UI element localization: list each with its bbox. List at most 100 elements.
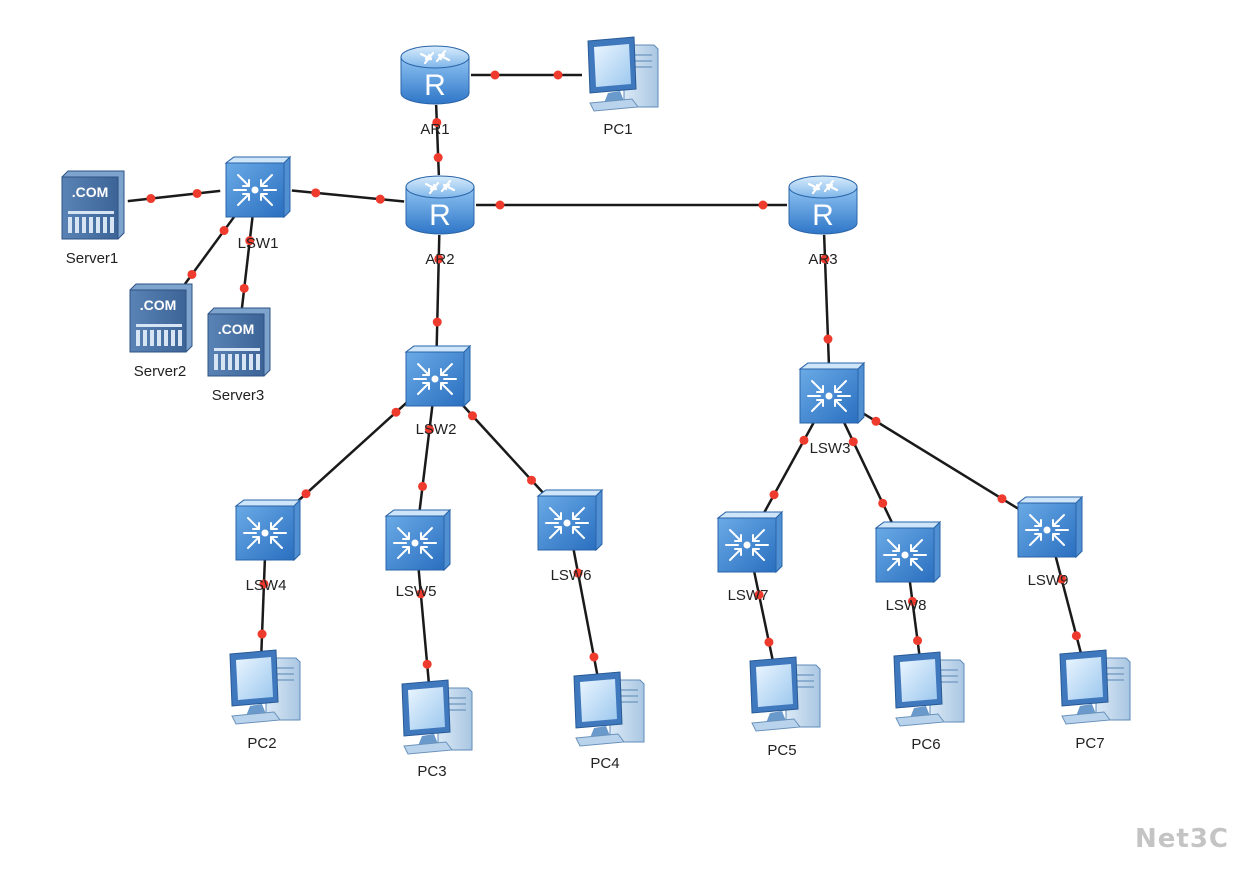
port-dot-lsw1 — [192, 188, 202, 198]
port-dot-pc7 — [1071, 631, 1081, 641]
node-lsw9[interactable]: LSW9 — [1017, 496, 1083, 589]
server-icon: .COM — [129, 283, 193, 353]
node-label: LSW9 — [1028, 572, 1069, 589]
node-label: LSW5 — [396, 583, 437, 600]
node-server3[interactable]: .COM Server3 — [207, 307, 271, 404]
node-pc6[interactable]: PC6 — [893, 651, 965, 753]
port-dot-lsw8 — [907, 596, 917, 606]
node-ar1[interactable]: AR1 — [399, 44, 471, 138]
node-label: PC5 — [767, 742, 796, 759]
port-dot-lsw6 — [573, 568, 583, 578]
pc-icon — [749, 656, 821, 732]
node-lsw6[interactable]: LSW6 — [537, 489, 603, 584]
port-dot-ar2 — [375, 194, 385, 204]
port-dot-server1 — [146, 194, 156, 204]
node-label: AR3 — [808, 251, 837, 268]
link-lsw3-lsw9[interactable] — [854, 407, 1024, 513]
link-ar2-lsw1[interactable] — [291, 189, 405, 203]
switch-icon — [717, 511, 783, 573]
port-dot-ar2 — [495, 200, 505, 210]
node-pc3[interactable]: PC3 — [401, 679, 473, 780]
port-dot-pc1 — [553, 70, 563, 80]
node-lsw8[interactable]: LSW8 — [875, 521, 941, 614]
pc-icon — [1059, 649, 1131, 725]
node-label: PC4 — [590, 755, 619, 772]
node-lsw2[interactable]: LSW2 — [405, 345, 471, 438]
router-icon — [404, 174, 476, 236]
node-lsw7[interactable]: LSW7 — [717, 511, 783, 604]
node-label: LSW8 — [886, 597, 927, 614]
port-dot-lsw2 — [432, 317, 442, 327]
link-ar2-lsw2[interactable] — [435, 234, 441, 347]
node-server2[interactable]: .COM Server2 — [129, 283, 193, 380]
node-server1[interactable]: .COM Server1 — [61, 170, 125, 267]
port-dot-pc6 — [913, 636, 923, 646]
link-lsw4-pc2[interactable] — [259, 559, 267, 659]
node-label: Server3 — [212, 387, 265, 404]
link-lsw7-pc5[interactable] — [752, 571, 776, 666]
port-dot-lsw1 — [311, 188, 321, 198]
port-dot-lsw1 — [245, 236, 255, 246]
switch-icon — [537, 489, 603, 551]
link-lsw1-server3[interactable] — [240, 216, 254, 313]
node-lsw3[interactable]: LSW3 — [799, 362, 865, 457]
port-dot-lsw2 — [391, 407, 401, 417]
node-label: LSW7 — [728, 587, 769, 604]
node-label: PC2 — [247, 735, 276, 752]
link-lsw3-lsw8[interactable] — [841, 419, 895, 526]
port-dot-lsw9 — [1057, 574, 1067, 584]
port-dot-pc2 — [257, 629, 267, 639]
link-lsw1-server2[interactable] — [176, 210, 240, 295]
port-dot-lsw9 — [997, 494, 1007, 504]
link-lsw2-lsw5[interactable] — [418, 405, 434, 511]
node-lsw1[interactable]: LSW1 — [225, 156, 291, 252]
node-label: PC7 — [1075, 735, 1104, 752]
server-badge: .COM — [218, 321, 255, 337]
port-dot-lsw3 — [799, 435, 809, 445]
port-dot-lsw1 — [219, 226, 229, 236]
link-lsw3-lsw7[interactable] — [761, 418, 817, 517]
node-ar2[interactable]: AR2 — [404, 174, 476, 268]
node-lsw4[interactable]: LSW4 — [235, 499, 301, 594]
router-icon — [399, 44, 471, 106]
server-icon: .COM — [207, 307, 271, 377]
port-dot-lsw3 — [848, 437, 858, 447]
port-dot-server3 — [239, 283, 249, 293]
node-pc2[interactable]: PC2 — [229, 649, 301, 752]
port-dot-pc4 — [589, 652, 599, 662]
router-icon — [787, 174, 859, 236]
pc-icon — [401, 679, 473, 755]
port-dot-lsw7 — [769, 490, 779, 500]
server-badge: .COM — [72, 184, 109, 200]
switch-icon — [385, 509, 451, 571]
port-dot-lsw2 — [424, 425, 434, 435]
port-dot-ar1 — [432, 117, 442, 127]
node-label: AR2 — [425, 251, 454, 268]
link-ar1-ar2[interactable] — [434, 104, 441, 176]
node-label: LSW1 — [238, 235, 279, 252]
node-pc4[interactable]: PC4 — [573, 671, 645, 772]
link-lsw8-pc6[interactable] — [908, 581, 922, 661]
switch-icon — [405, 345, 471, 407]
link-lsw9-pc7[interactable] — [1054, 555, 1084, 660]
port-dot-lsw6 — [527, 475, 537, 485]
ports-layer — [146, 70, 1081, 669]
node-pc5[interactable]: PC5 — [749, 656, 821, 759]
node-label: LSW2 — [416, 421, 457, 438]
link-lsw1-server1[interactable] — [127, 189, 221, 203]
node-pc7[interactable]: PC7 — [1059, 649, 1131, 752]
server-badge: .COM — [140, 297, 177, 313]
node-label: PC6 — [911, 736, 940, 753]
node-pc1[interactable]: PC1 — [587, 36, 659, 138]
node-lsw5[interactable]: LSW5 — [385, 509, 451, 600]
port-dot-lsw3 — [871, 416, 881, 426]
port-dot-pc5 — [764, 637, 774, 647]
port-dot-server2 — [187, 269, 197, 279]
port-dot-ar3 — [820, 254, 830, 264]
node-ar3[interactable]: AR3 — [787, 174, 859, 268]
node-label: LSW3 — [810, 440, 851, 457]
pc-icon — [229, 649, 301, 725]
port-dot-lsw8 — [878, 498, 888, 508]
port-dot-lsw7 — [754, 590, 764, 600]
